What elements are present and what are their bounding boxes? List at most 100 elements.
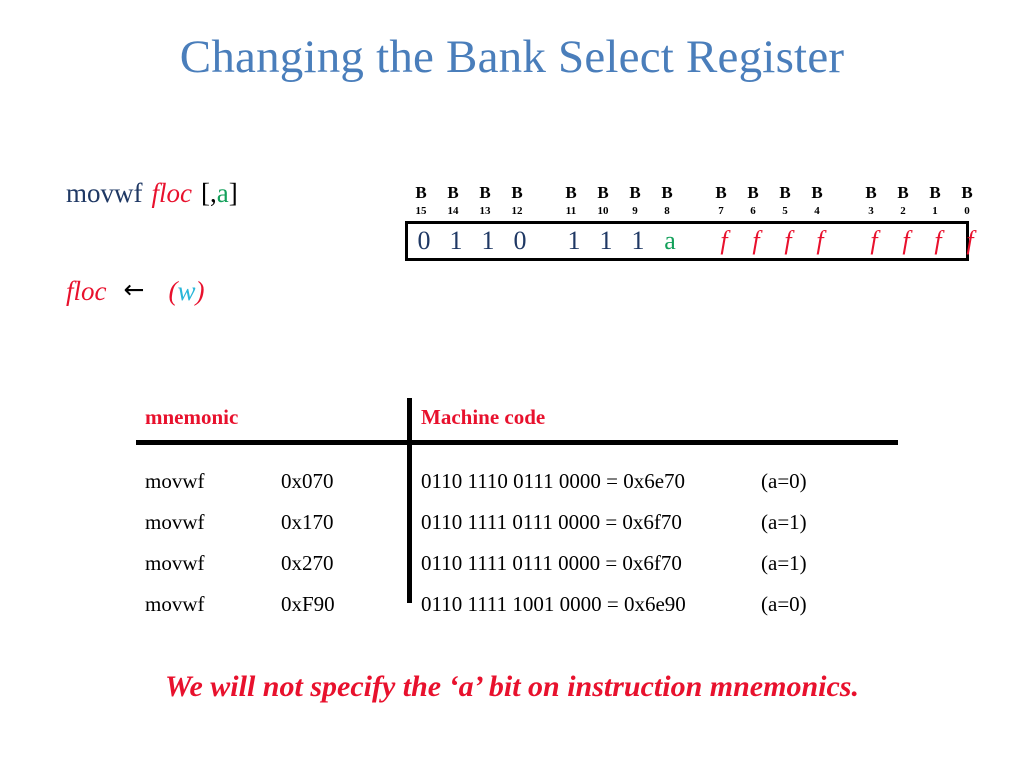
bit-index: 8 <box>664 205 670 217</box>
cell-operand: 0x270 <box>281 551 334 575</box>
bit-label: B <box>479 183 491 202</box>
cell-operand: 0xF90 <box>281 592 335 616</box>
bitfield-label-cell: B 11 <box>555 184 587 217</box>
bit-label: B <box>511 183 523 202</box>
table-header-rule <box>136 440 898 445</box>
bit-label: B <box>897 183 909 202</box>
instruction-operation-line: floc ← (w) <box>66 275 205 306</box>
bit-index: 7 <box>718 205 724 217</box>
bit-value: a <box>664 226 676 255</box>
cell-access-note: (a=1) <box>761 510 807 534</box>
syntax-access-bit: a <box>216 178 229 208</box>
bitfield-label-cell: B 12 <box>501 184 533 217</box>
cell-machine-code: 0110 1111 0111 0000 = 0x6f70 <box>421 551 682 575</box>
bit-value: f <box>720 226 728 255</box>
operation-source: w <box>177 276 196 306</box>
bit-index: 10 <box>597 205 609 217</box>
bit-index: 11 <box>565 205 577 217</box>
left-arrow-icon: ← <box>123 275 145 304</box>
bitfield-label-cell: B 14 <box>437 184 469 217</box>
bit-label: B <box>865 183 877 202</box>
bit-label: B <box>661 183 673 202</box>
syntax-operand: floc <box>151 178 193 208</box>
bit-label: B <box>629 183 641 202</box>
bit-index: 6 <box>750 205 756 217</box>
table-header-row: mnemonic Machine code <box>136 404 898 450</box>
cell-access-note: (a=0) <box>761 469 807 493</box>
bit-value: 1 <box>599 226 613 255</box>
bit-index: 12 <box>511 205 523 217</box>
bit-label: B <box>715 183 727 202</box>
table-row: movwf 0x170 0110 1111 0111 0000 = 0x6f70 (a… <box>136 502 898 543</box>
column-header-machine-code: Machine code <box>421 405 546 429</box>
bit-value: f <box>752 226 760 255</box>
bit-label: B <box>565 183 577 202</box>
bit-value: 0 <box>417 226 431 255</box>
operation-destination: floc <box>66 276 107 306</box>
table-row: movwf 0xF90 0110 1111 1001 0000 = 0x6e90 (a… <box>136 584 898 625</box>
footer-statement: We will not specify the ‘a’ bit on instr… <box>165 670 859 703</box>
bit-value: 0 <box>513 226 527 255</box>
cell-machine-code: 0110 1111 0111 0000 = 0x6f70 <box>421 510 682 534</box>
table-vertical-divider <box>407 398 412 603</box>
syntax-bracket-close: ] <box>228 178 238 208</box>
cell-access-note: (a=0) <box>761 592 807 616</box>
bit-index: 3 <box>868 205 874 217</box>
column-header-mnemonic: mnemonic <box>145 405 239 429</box>
bit-label: B <box>929 183 941 202</box>
cell-machine-code: 0110 1111 1001 0000 = 0x6e90 <box>421 592 686 616</box>
bit-label: B <box>447 183 459 202</box>
cell-machine-code: 0110 1110 0111 0000 = 0x6e70 <box>421 469 686 493</box>
bit-label: B <box>811 183 823 202</box>
cell-mnemonic: movwf <box>145 551 205 575</box>
bitfield-label-cell: B 13 <box>469 184 501 217</box>
bit-value: 1 <box>449 226 463 255</box>
bit-label: B <box>961 183 973 202</box>
cell-operand: 0x170 <box>281 510 334 534</box>
bit-value: 1 <box>567 226 581 255</box>
syntax-bracket-open: [, <box>201 178 217 208</box>
bit-index: 9 <box>632 205 638 217</box>
bit-index: 1 <box>932 205 938 217</box>
bitfield-label-cell: B 10 <box>587 184 619 217</box>
page-title: Changing the Bank Select Register <box>179 31 845 83</box>
bit-index: 13 <box>479 205 491 217</box>
operation-paren-close: ) <box>195 276 205 306</box>
bit-index: 14 <box>447 205 459 217</box>
cell-mnemonic: movwf <box>145 592 205 616</box>
operation-paren-open: ( <box>168 276 178 306</box>
bit-index: 2 <box>900 205 906 217</box>
bit-value: 1 <box>631 226 645 255</box>
bit-value: 1 <box>481 226 495 255</box>
bit-index: 0 <box>964 205 970 217</box>
bit-value: f <box>902 226 910 255</box>
bit-label: B <box>597 183 609 202</box>
cell-mnemonic: movwf <box>145 510 205 534</box>
bit-value: f <box>870 226 878 255</box>
bit-index: 4 <box>814 205 820 217</box>
bit-label: B <box>415 183 427 202</box>
bit-label: B <box>747 183 759 202</box>
